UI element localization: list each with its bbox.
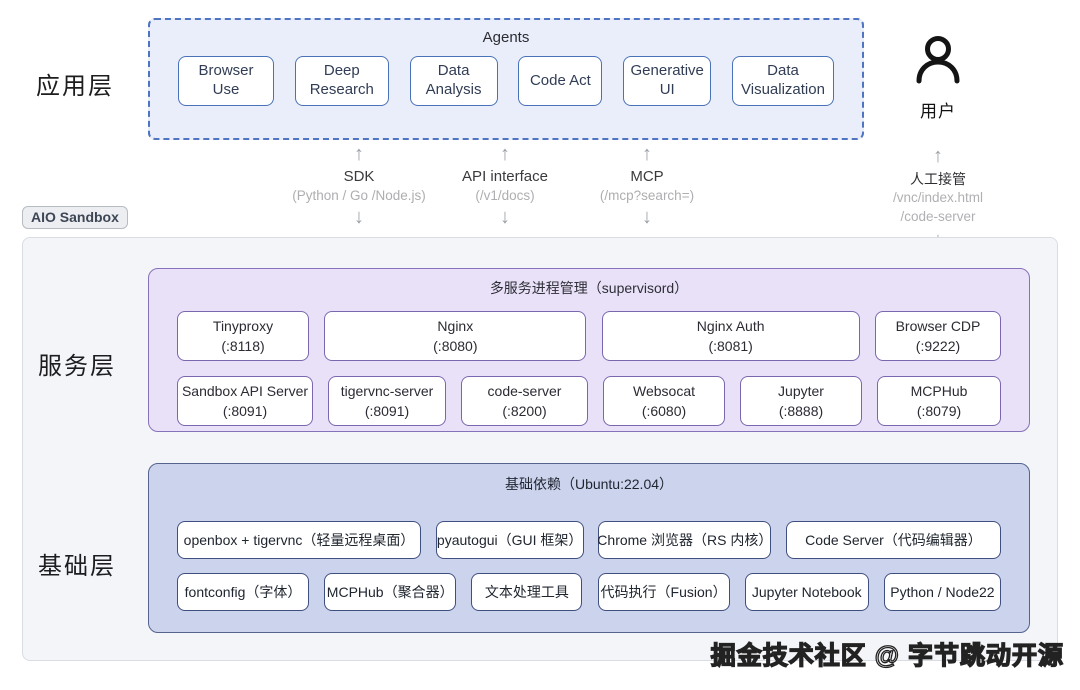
base-box-text-tools: 文本处理工具 (471, 573, 583, 611)
base-row-1: openbox + tigervnc（轻量远程桌面） pyautogui（GUI… (149, 521, 1029, 559)
service-box-nginx-auth: Nginx Auth (:8081) (601, 311, 860, 361)
service-layer-box: 多服务进程管理（supervisord） Tinyproxy (:8118) N… (148, 268, 1030, 432)
code-server-path: /code-server (900, 208, 976, 224)
connector-label: MCP (630, 168, 664, 185)
arrow-down-icon: ↓ (499, 206, 510, 228)
base-box-python-node: Python / Node22 (883, 573, 1001, 611)
service-row-1: Tinyproxy (:8118) Nginx (:8080) Nginx Au… (149, 311, 1029, 361)
agents-box: Agents Browser Use Deep Research Data An… (148, 18, 864, 140)
service-box-tinyproxy: Tinyproxy (:8118) (177, 311, 309, 361)
vnc-path: /vnc/index.html (892, 190, 984, 205)
service-layer-title: 多服务进程管理（supervisord） (489, 280, 689, 296)
base-row-2: fontconfig（字体） MCPHub（聚合器） 文本处理工具 代码执行（F… (149, 573, 1029, 611)
user-icon (911, 34, 965, 93)
connector-mcp: ↑ MCP (/mcp?search=) ↓ (600, 144, 694, 227)
base-layer-box: 基础依赖（Ubuntu:22.04） openbox + tigervnc（轻量… (148, 463, 1030, 633)
connector-label: API interface (462, 168, 548, 185)
service-box-nginx: Nginx (:8080) (324, 311, 587, 361)
agent-box-generative-ui: Generative UI (623, 56, 712, 106)
base-box-fontconfig: fontconfig（字体） (177, 573, 309, 611)
watermark: 掘金技术社区 @ 字节跳动开源 (710, 641, 1064, 670)
aio-sandbox-tag: AIO Sandbox (22, 206, 128, 229)
service-layer-label: 服务层 (38, 353, 116, 380)
arrow-down-icon: ↓ (354, 206, 364, 228)
arrow-up-icon: ↑ (499, 143, 510, 165)
base-box-openbox-tigervnc: openbox + tigervnc（轻量远程桌面） (177, 521, 421, 559)
arrow-down-icon: ↓ (641, 206, 652, 228)
service-box-websocat: Websocat (:6080) (603, 376, 725, 426)
app-layer-label: 应用层 (36, 73, 114, 100)
arrow-up-icon: ↑ (932, 145, 943, 167)
base-layer-label: 基础层 (38, 553, 116, 580)
base-box-code-server: Code Server（代码编辑器） (785, 521, 1001, 559)
arrow-up-icon: ↑ (641, 143, 652, 165)
user-connector: ↑ 人工接管 /vnc/index.html /code-server ↓ (893, 146, 983, 250)
base-layer-title: 基础依赖（Ubuntu:22.04） (504, 476, 674, 492)
connector-label: SDK (343, 168, 375, 185)
agent-box-deep-research: Deep Research (294, 56, 389, 106)
agents-row: Browser Use Deep Research Data Analysis … (150, 56, 862, 106)
base-box-chrome: Chrome 浏览器（RS 内核） (597, 521, 772, 559)
service-box-mcphub: MCPHub (:8079) (877, 376, 1001, 426)
base-box-jupyter-notebook: Jupyter Notebook (744, 573, 869, 611)
connector-sublabel: (Python / Go /Node.js) (292, 188, 426, 203)
connector-sublabel: (/v1/docs) (475, 188, 535, 203)
user-group: 用户 (911, 34, 965, 122)
service-row-2: Sandbox API Server (:8091) tigervnc-serv… (149, 376, 1029, 426)
agent-box-data-visualization: Data Visualization (731, 56, 834, 106)
base-box-pyautogui: pyautogui（GUI 框架） (435, 521, 584, 559)
service-box-code-server: code-server (:8200) (461, 376, 588, 426)
service-box-jupyter: Jupyter (:8888) (740, 376, 862, 426)
takeover-label: 人工接管 (909, 171, 966, 187)
service-box-browser-cdp: Browser CDP (:9222) (874, 311, 1001, 361)
arrow-up-icon: ↑ (354, 143, 364, 165)
user-label: 用户 (920, 102, 956, 121)
service-box-sandbox-api-server: Sandbox API Server (:8091) (177, 376, 313, 426)
connector-sdk: ↑ SDK (Python / Go /Node.js) ↓ (292, 144, 426, 227)
agent-box-code-act: Code Act (518, 56, 603, 106)
agents-title: Agents (482, 29, 530, 46)
base-box-mcphub: MCPHub（聚合器） (324, 573, 457, 611)
service-box-tigervnc-server: tigervnc-server (:8091) (328, 376, 446, 426)
agent-box-data-analysis: Data Analysis (409, 56, 498, 106)
base-box-code-exec: 代码执行（Fusion） (597, 573, 730, 611)
connector-api-interface: ↑ API interface (/v1/docs) ↓ (462, 144, 548, 227)
agent-box-browser-use: Browser Use (178, 56, 274, 106)
connector-sublabel: (/mcp?search=) (599, 188, 695, 203)
